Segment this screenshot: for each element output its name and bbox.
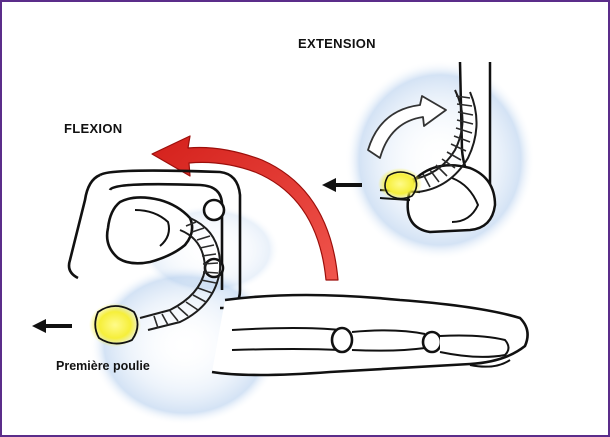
- first-pulley-label: Première poulie: [56, 359, 150, 373]
- extension-label: EXTENSION: [298, 36, 376, 51]
- flexion-pull-arrow: [32, 319, 72, 333]
- first-pulley-glow: [89, 303, 141, 347]
- flexion-label: FLEXION: [64, 121, 122, 136]
